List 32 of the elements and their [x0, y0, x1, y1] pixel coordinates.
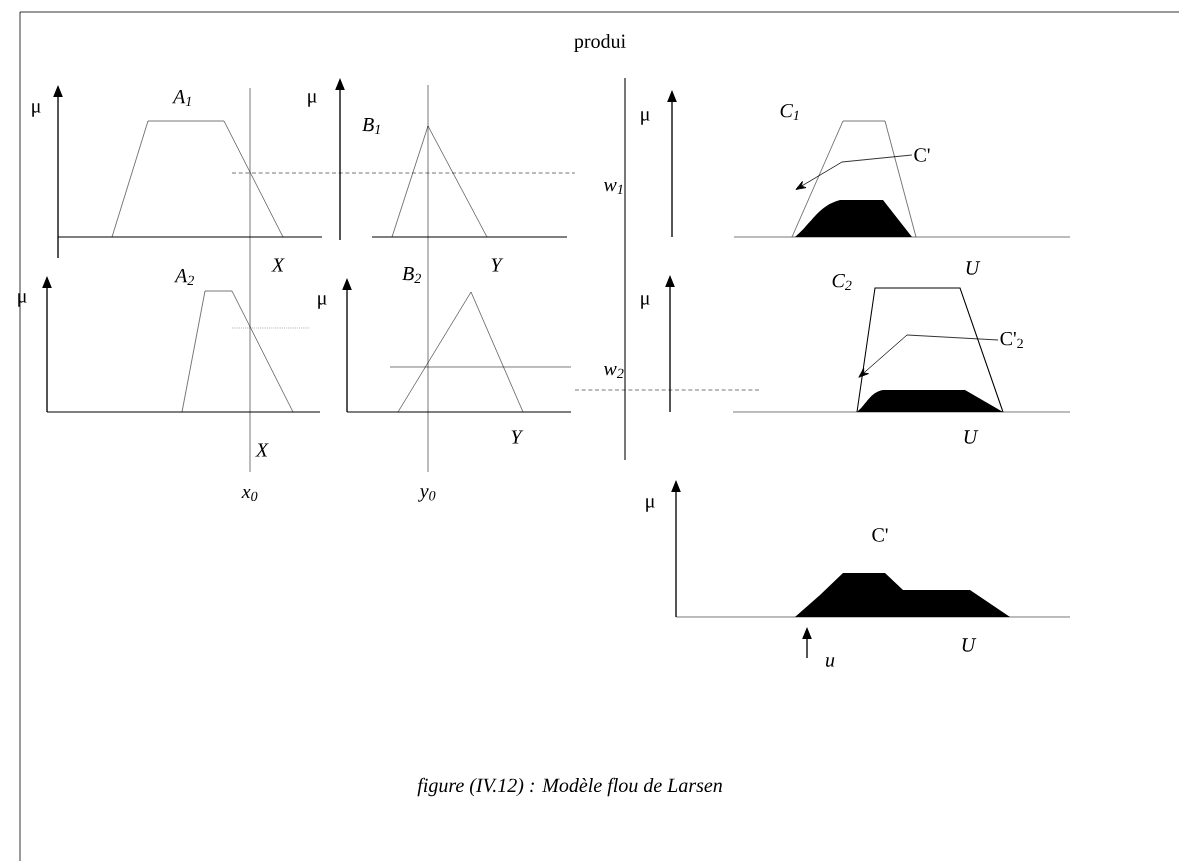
callout-label: C'	[914, 148, 930, 162]
leader-line	[795, 154, 913, 190]
axis-label: X	[271, 258, 285, 272]
axis-label: μ	[646, 498, 655, 512]
axis-label: μ	[641, 295, 650, 309]
axis-label: B$_{1}$	[362, 118, 380, 134]
axis-label: μ	[318, 295, 327, 309]
axis-label: A$_{2}$	[174, 268, 194, 286]
axis-label: U	[962, 638, 977, 652]
axis-label: w$_{1}$	[604, 181, 623, 195]
axis-label: w$_{2}$	[604, 365, 624, 379]
axis-label: U	[966, 261, 981, 275]
caption: figure (IV.12) : Modèle flou de Larsen	[417, 777, 722, 797]
axis-label: X	[255, 443, 269, 457]
callout-label: C'$_{2}$	[1000, 331, 1023, 349]
axis-label: μ	[308, 93, 317, 107]
axis-label: U	[964, 430, 979, 444]
axis-label: C$_{1}$	[780, 103, 799, 121]
axis-label: μ	[18, 293, 27, 307]
axis-label: A$_{1}$	[172, 89, 191, 107]
axis-label: μ	[32, 103, 41, 117]
axis-label: y$_{0}$	[418, 488, 436, 502]
axis-label: C'	[872, 528, 888, 542]
leader-line	[858, 334, 999, 378]
axis-label: x$_{0}$	[241, 488, 258, 502]
axis-label: B$_{2}$	[402, 267, 421, 283]
axis-label: μ	[641, 111, 650, 125]
axis-label: Y	[511, 430, 524, 444]
title: produi	[574, 33, 626, 53]
axis-label: C$_{2}$	[832, 273, 852, 291]
axis-label: u	[826, 657, 835, 667]
axis-label: Y	[491, 258, 504, 272]
